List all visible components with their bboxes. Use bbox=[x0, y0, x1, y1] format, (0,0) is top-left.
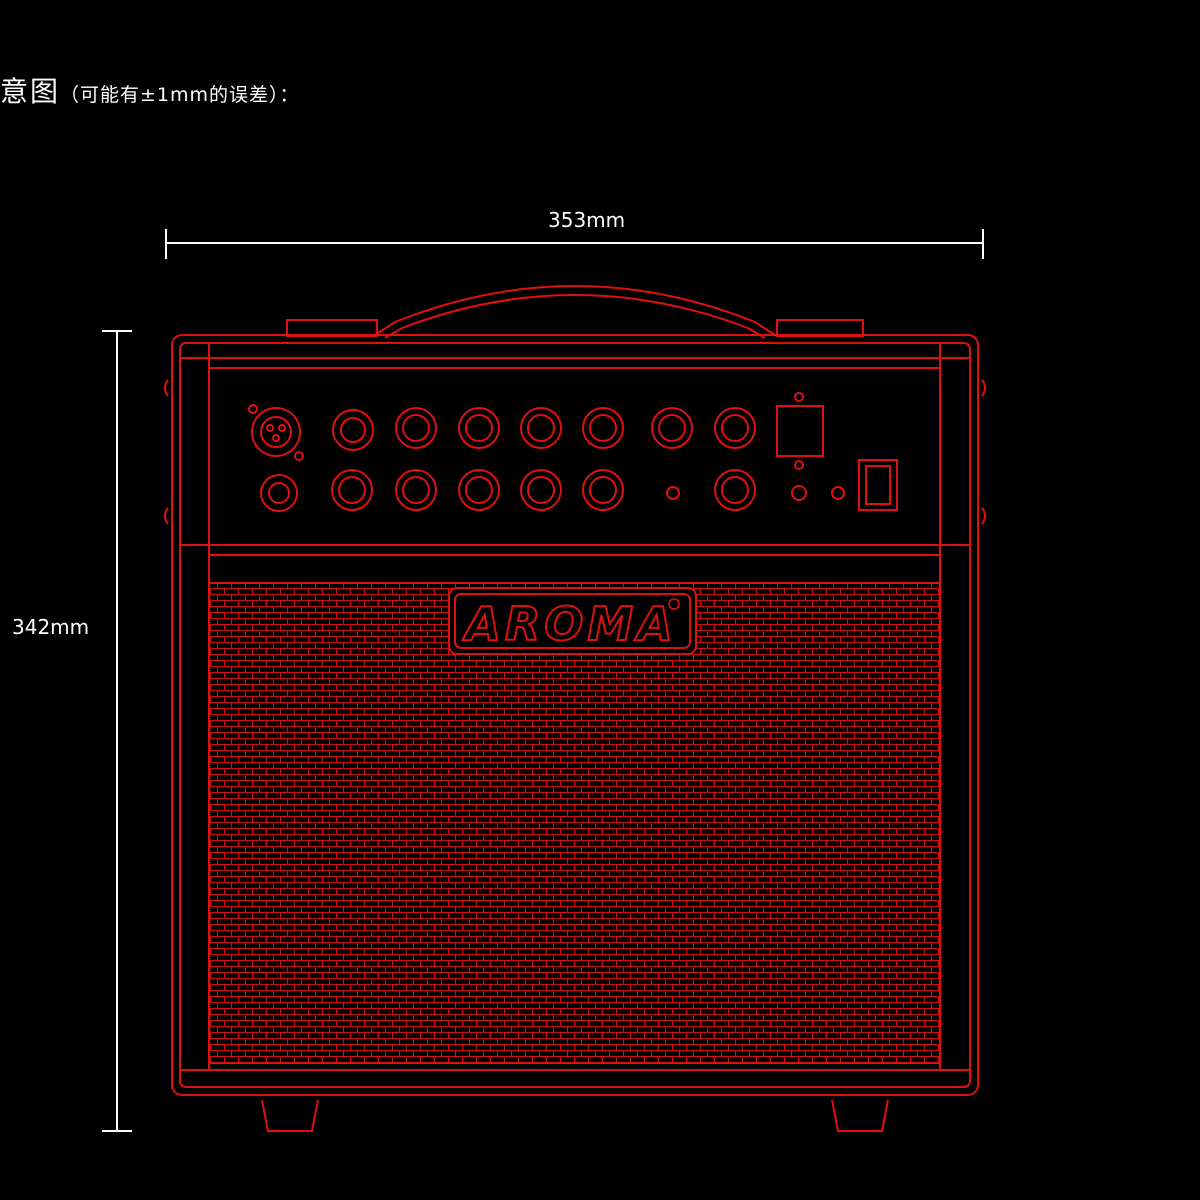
led-2 bbox=[791, 485, 807, 501]
knob-row-bottom bbox=[331, 469, 756, 511]
knob-row-top bbox=[395, 407, 756, 449]
display-window bbox=[776, 392, 824, 470]
brand-logo-plate bbox=[448, 587, 697, 655]
width-dimension-line bbox=[165, 229, 984, 259]
input-jack-1 bbox=[332, 409, 374, 451]
tolerance-note: （可能有±1mm的误差）： bbox=[60, 84, 300, 106]
led-1 bbox=[666, 486, 680, 500]
speaker-grille bbox=[208, 582, 941, 1064]
cabinet-feet bbox=[261, 1099, 889, 1132]
height-dimension-line bbox=[102, 330, 132, 1132]
corner-hardware bbox=[164, 379, 986, 525]
carry-handle bbox=[286, 285, 864, 339]
control-panel bbox=[248, 392, 898, 512]
page-title: 意图（可能有±1mm的误差）： bbox=[0, 70, 300, 110]
input-jack-2 bbox=[260, 474, 298, 512]
xlr-input bbox=[248, 404, 304, 461]
title-text: 意图 bbox=[0, 75, 61, 108]
width-dimension-label: 353mm bbox=[548, 208, 626, 232]
height-dimension-label: 342mm bbox=[12, 615, 90, 639]
power-switch bbox=[858, 459, 898, 511]
brand-logo: AROMA bbox=[462, 597, 677, 651]
led-3 bbox=[831, 486, 845, 500]
registered-mark bbox=[668, 598, 680, 610]
